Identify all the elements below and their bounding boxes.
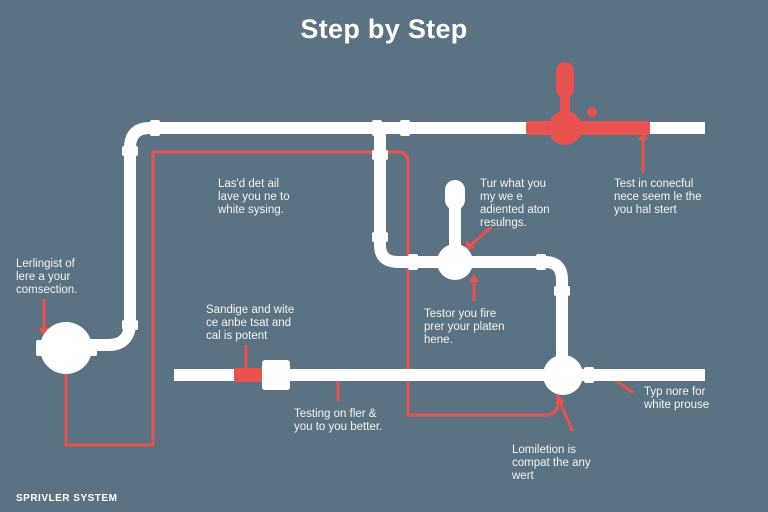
arrowhead-1 [39,328,49,336]
white-pipes [68,122,705,381]
red-valve-body [548,111,582,145]
left-pump-flange-l [36,340,46,356]
label-left-connection: Lerlingist of lere a your comsection. [16,258,78,296]
red-valve-assembly [234,62,650,382]
label-bottom-limit: Lomiletion is compat the any wert [512,444,591,482]
arrowhead-3 [466,240,475,250]
label-top-left: Las'd det ail lave you ne to white sysin… [218,178,290,216]
label-bottom-right: Typ nore for white prouse [644,386,710,411]
pipe-main-loop [68,122,705,351]
arrowhead-2 [638,132,648,140]
label-middle-left: Sandige and wite ce anbe tsat and cal is… [206,304,295,342]
left-pump-flange-r [87,340,97,356]
label-valve-adjust: Tur what you my we e adiented aton resul… [480,178,550,229]
coupling [372,120,382,136]
red-line-left-loop [64,150,560,447]
label-center-tester: Testor you fire prer your platen hene. [424,308,505,346]
red-valve-knob [587,107,597,117]
coupling [372,232,388,242]
coupling [554,286,570,296]
coupling [122,320,138,330]
arrowhead-4 [469,274,479,282]
pipe-couplings [122,120,594,383]
red-valve-pipe-l [526,121,550,135]
fitting-mid-left [262,360,290,390]
label-test-top-right: Test in conecful nece seem le the you ha… [614,178,702,216]
left-pump-joint [40,322,92,374]
diagram-title: Step by Step [300,14,468,44]
red-valve-stem [560,96,570,116]
red-valve-pipe-r [580,121,650,135]
pipe-joints [36,180,583,395]
coupling [584,367,594,383]
label-bottom-center: Testing on fler & you to you better. [294,408,383,433]
coupling [400,120,410,136]
red-arrow-stem-7 [558,400,574,432]
coupling [408,254,418,270]
center-valve-joint [437,244,473,280]
coupling [372,150,388,160]
bottom-right-joint [543,355,583,395]
red-arrow-stem-3 [470,226,492,246]
arrowhead-7 [555,396,565,404]
footer-caption: SPRIVLER SYSTEM [16,493,118,504]
center-valve-top [445,180,465,210]
red-valve-handle [556,62,574,98]
coupling [122,146,138,156]
coupling [536,254,546,270]
coupling [150,120,160,136]
red-pipe-segment [234,368,262,382]
